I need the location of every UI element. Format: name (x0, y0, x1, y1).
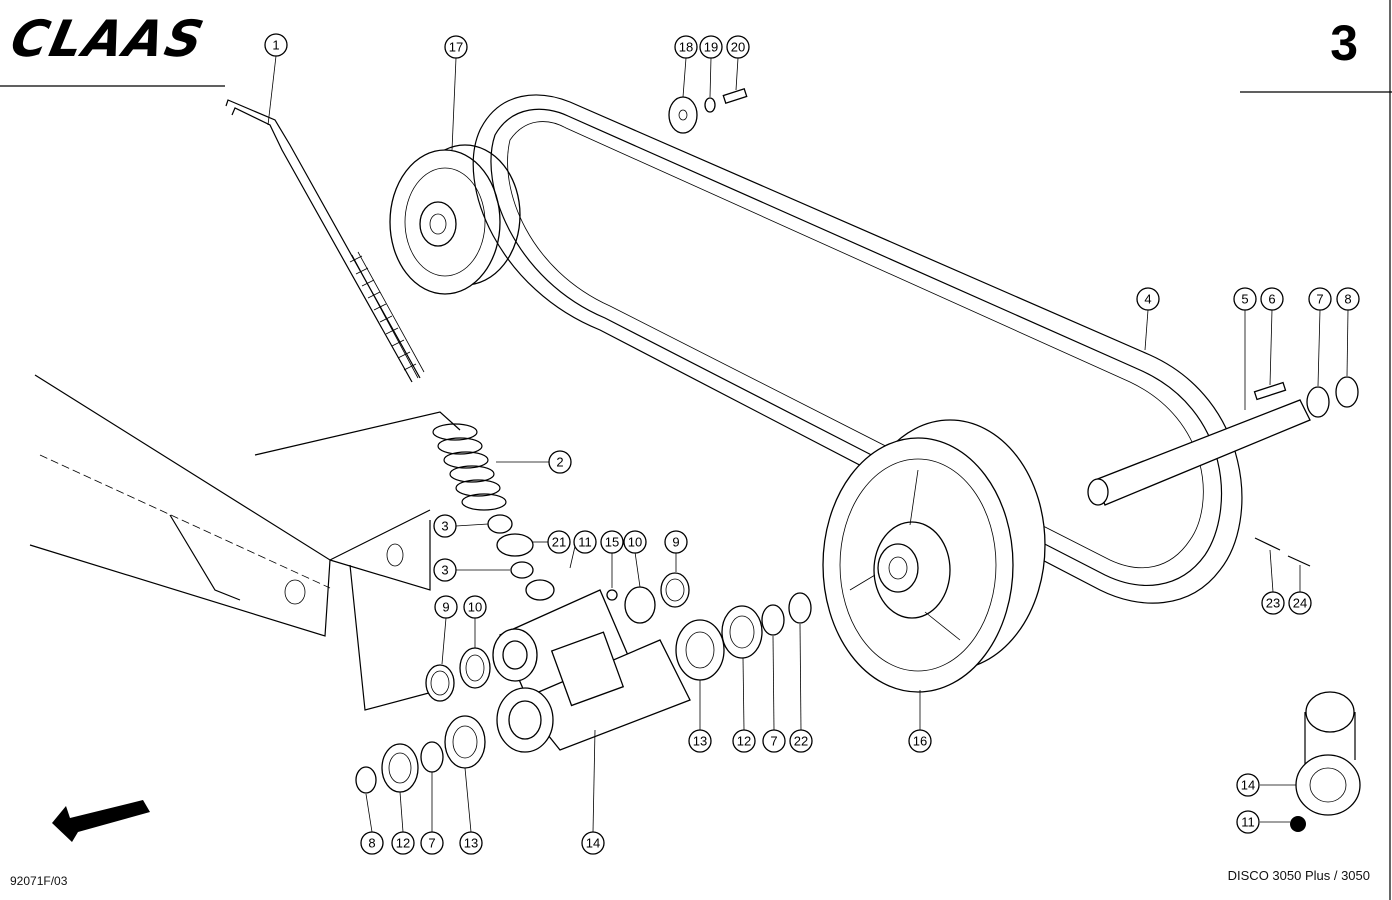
small-pulley (389, 144, 521, 295)
callout-23: 23 (1261, 591, 1285, 615)
compression-spring (432, 423, 507, 511)
callout-5: 5 (1233, 287, 1257, 311)
svg-text:14: 14 (586, 836, 600, 851)
callout-4: 4 (1136, 287, 1160, 311)
svg-text:7: 7 (428, 836, 435, 851)
callout-14-inset: 14 (1236, 773, 1260, 797)
callout-21: 21 (547, 530, 571, 554)
callout-15: 15 (600, 530, 624, 554)
callout-3-upper: 3 (433, 514, 457, 538)
callout-6: 6 (1260, 287, 1284, 311)
svg-text:15: 15 (605, 535, 619, 550)
svg-text:7: 7 (1316, 292, 1323, 307)
callout-group: 1 17 18 19 20 4 5 6 7 8 2 3 21 11 15 10 … (264, 33, 1360, 855)
callout-19: 19 (699, 35, 723, 59)
svg-text:3: 3 (441, 563, 448, 578)
callout-10-upper: 10 (623, 530, 647, 554)
callout-14-bottom: 14 (581, 831, 605, 855)
svg-text:11: 11 (578, 535, 592, 550)
svg-text:13: 13 (464, 836, 478, 851)
bushings-and-rings-left (355, 572, 690, 794)
inset-detail (1290, 691, 1361, 832)
callout-17: 17 (444, 35, 468, 59)
svg-text:14: 14 (1241, 778, 1255, 793)
nuts-and-bearing (487, 514, 618, 601)
callout-3-lower: 3 (433, 558, 457, 582)
svg-text:20: 20 (731, 40, 745, 55)
frame-beam (29, 374, 461, 711)
svg-text:21: 21 (552, 535, 566, 550)
direction-arrow-icon (52, 800, 150, 842)
svg-text:1: 1 (272, 38, 279, 53)
callout-9-lower: 9 (434, 595, 458, 619)
callout-7-bottom: 7 (420, 831, 444, 855)
svg-text:13: 13 (693, 734, 707, 749)
callout-2: 2 (548, 450, 572, 474)
svg-text:9: 9 (442, 600, 449, 615)
svg-text:6: 6 (1268, 292, 1275, 307)
svg-text:24: 24 (1293, 596, 1307, 611)
svg-text:3: 3 (441, 519, 448, 534)
svg-text:2: 2 (556, 455, 563, 470)
svg-text:12: 12 (737, 734, 751, 749)
callout-11-inset: 11 (1236, 810, 1260, 834)
callout-13-bottom: 13 (459, 831, 483, 855)
callout-16: 16 (908, 729, 932, 753)
svg-text:12: 12 (396, 836, 410, 851)
drive-shaft (1087, 376, 1359, 506)
svg-text:10: 10 (628, 535, 642, 550)
svg-text:17: 17 (449, 40, 463, 55)
svg-text:5: 5 (1241, 292, 1248, 307)
svg-text:19: 19 (704, 40, 718, 55)
svg-text:9: 9 (672, 535, 679, 550)
svg-text:4: 4 (1144, 292, 1151, 307)
svg-text:10: 10 (468, 600, 482, 615)
svg-text:11: 11 (1241, 815, 1255, 830)
callout-12-right: 12 (732, 729, 756, 753)
callout-20: 20 (726, 35, 750, 59)
callout-12-bottom: 12 (391, 831, 415, 855)
svg-text:23: 23 (1266, 596, 1280, 611)
svg-text:22: 22 (794, 734, 808, 749)
model-name: DISCO 3050 Plus / 3050 (1227, 868, 1370, 883)
svg-text:16: 16 (913, 734, 927, 749)
page-number: 3 (1330, 15, 1358, 71)
large-pulley (822, 419, 1046, 693)
callout-18: 18 (674, 35, 698, 59)
callout-24: 24 (1288, 591, 1312, 615)
tensioner-housing (492, 589, 691, 753)
bearings-right (675, 592, 812, 681)
callout-22: 22 (789, 729, 813, 753)
callout-8-top: 8 (1336, 287, 1360, 311)
callout-7-right: 7 (762, 729, 786, 753)
drawing-code: 92071F/03 (10, 874, 68, 888)
callout-10-lower: 10 (463, 595, 487, 619)
svg-text:8: 8 (1344, 292, 1351, 307)
top-fastener-group (668, 87, 748, 134)
v-belt (472, 94, 1243, 604)
callout-1: 1 (264, 33, 288, 57)
callout-7-top: 7 (1308, 287, 1332, 311)
split-pins (1254, 537, 1311, 567)
callout-11-main: 11 (573, 530, 597, 554)
tension-rod (225, 99, 425, 383)
callout-8-bottom: 8 (360, 831, 384, 855)
svg-text:7: 7 (770, 734, 777, 749)
svg-text:8: 8 (368, 836, 375, 851)
callout-13-right: 13 (688, 729, 712, 753)
svg-text:18: 18 (679, 40, 693, 55)
callout-9-upper: 9 (664, 530, 688, 554)
